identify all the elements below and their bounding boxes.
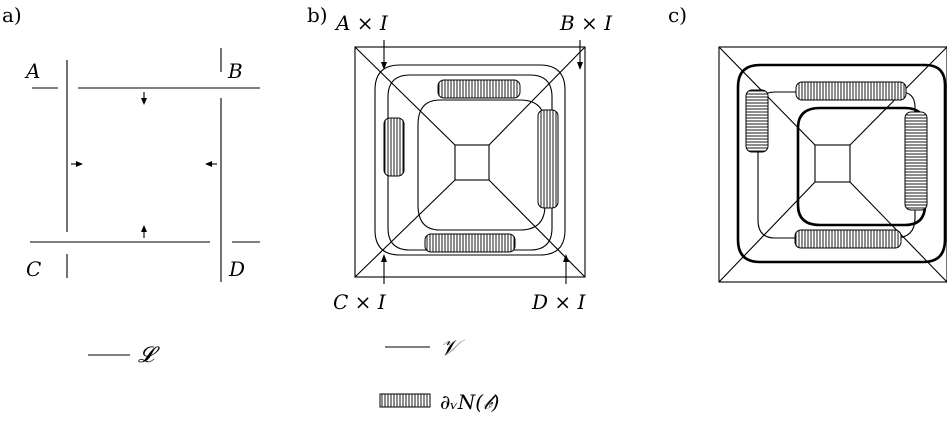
label-A: A: [24, 59, 40, 83]
panel-c: c): [668, 3, 947, 283]
outer-square: [354, 46, 586, 278]
label-C: C: [26, 257, 41, 281]
panel-a-tag: a): [2, 3, 22, 27]
band-top: [437, 79, 521, 99]
inner-square-c: [814, 144, 851, 183]
label-AxI: A × I: [334, 11, 389, 35]
band-left: [383, 117, 405, 177]
legend-L-symbol: 𝓛: [138, 343, 160, 368]
arrow-right: [71, 161, 83, 167]
panel-c-tag: c): [668, 3, 687, 27]
band-c-bottom: [794, 229, 902, 249]
diag-bl: [354, 179, 456, 278]
legend-band: ∂ᵥN(𝒷): [379, 390, 499, 414]
arrow-left: [205, 161, 217, 167]
legend-L: 𝓛: [88, 343, 160, 368]
label-B: B: [227, 59, 243, 83]
diag-tl: [354, 46, 456, 146]
band-c-top: [795, 81, 907, 101]
arrow-down: [141, 92, 147, 105]
arrow-CxI: [381, 254, 387, 284]
arrow-up: [141, 225, 147, 238]
panel-b: b) A × I B × I C × I D × I: [307, 3, 613, 314]
legend-band-label: ∂ᵥN(𝒷): [440, 390, 499, 414]
diag-br: [488, 179, 586, 278]
band-bottom: [424, 233, 516, 253]
band-c-right: [904, 111, 928, 211]
label-CxI: C × I: [333, 290, 387, 314]
band-c-left: [745, 89, 769, 153]
legend-V-symbol: 𝒱: [440, 336, 465, 361]
band-right: [537, 109, 559, 209]
label-D: D: [228, 257, 245, 281]
diag-tr: [488, 46, 586, 146]
arrow-AxI: [381, 40, 387, 70]
arrow-DxI: [563, 254, 569, 284]
thick-outer-curve: [736, 63, 947, 264]
panel-b-tag: b): [307, 3, 328, 27]
v-curve-2: [387, 74, 553, 251]
v-curve-3: [417, 99, 546, 231]
legend-band-swatch: [379, 393, 431, 408]
legend-V: 𝒱: [385, 336, 465, 361]
arrow-BxI: [577, 40, 583, 70]
label-BxI: B × I: [559, 11, 613, 35]
inner-square: [454, 144, 490, 181]
panel-a: a) A B C D: [2, 3, 260, 282]
outer-square-c: [718, 46, 947, 283]
v-curve-1: [374, 64, 566, 256]
label-DxI: D × I: [531, 290, 587, 314]
